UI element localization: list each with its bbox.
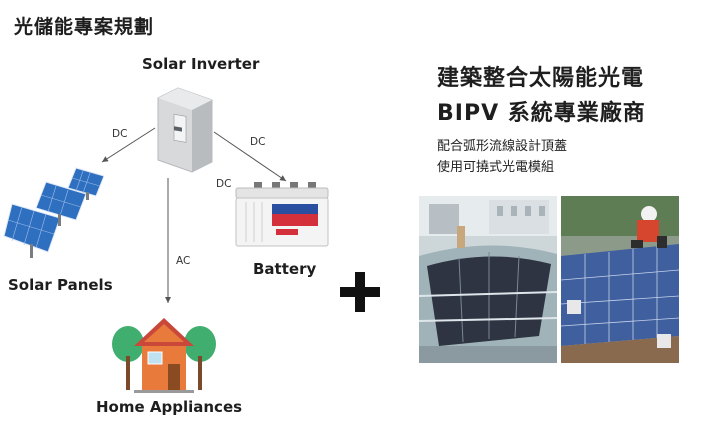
- solar-panels-icon: [3, 167, 105, 258]
- edge-label-panels-inverter: DC: [112, 128, 128, 140]
- bipv-desc-line1: 配合弧形流線設計頂蓋: [437, 139, 568, 154]
- bipv-heading-line1: 建築整合太陽能光電: [437, 66, 645, 91]
- arrow-inverter-to-battery: [213, 131, 287, 182]
- inverter-icon: [157, 87, 213, 173]
- battery-icon: [235, 182, 329, 247]
- panels-label: Solar Panels: [8, 276, 113, 294]
- bipv-desc-line2: 使用可撓式光電模組: [437, 160, 555, 175]
- home-label: Home Appliances: [96, 398, 243, 416]
- edge-label-inverter-battery: DC: [250, 136, 266, 148]
- arrow-inverter-to-panels: [101, 127, 156, 163]
- bipv-heading-line2: BIPV 系統專業廠商: [437, 101, 646, 126]
- house-icon: [112, 318, 216, 393]
- edge-label-inverter-home: AC: [176, 255, 191, 267]
- page-title: 光儲能專案規劃: [14, 16, 155, 38]
- edge-label-battery-dc: DC: [216, 178, 232, 190]
- battery-label: Battery: [253, 260, 317, 278]
- bipv-photo-installer: [560, 196, 680, 363]
- inverter-label: Solar Inverter: [142, 55, 260, 73]
- plus-icon: [336, 268, 384, 316]
- bipv-photo-roof: [418, 196, 558, 363]
